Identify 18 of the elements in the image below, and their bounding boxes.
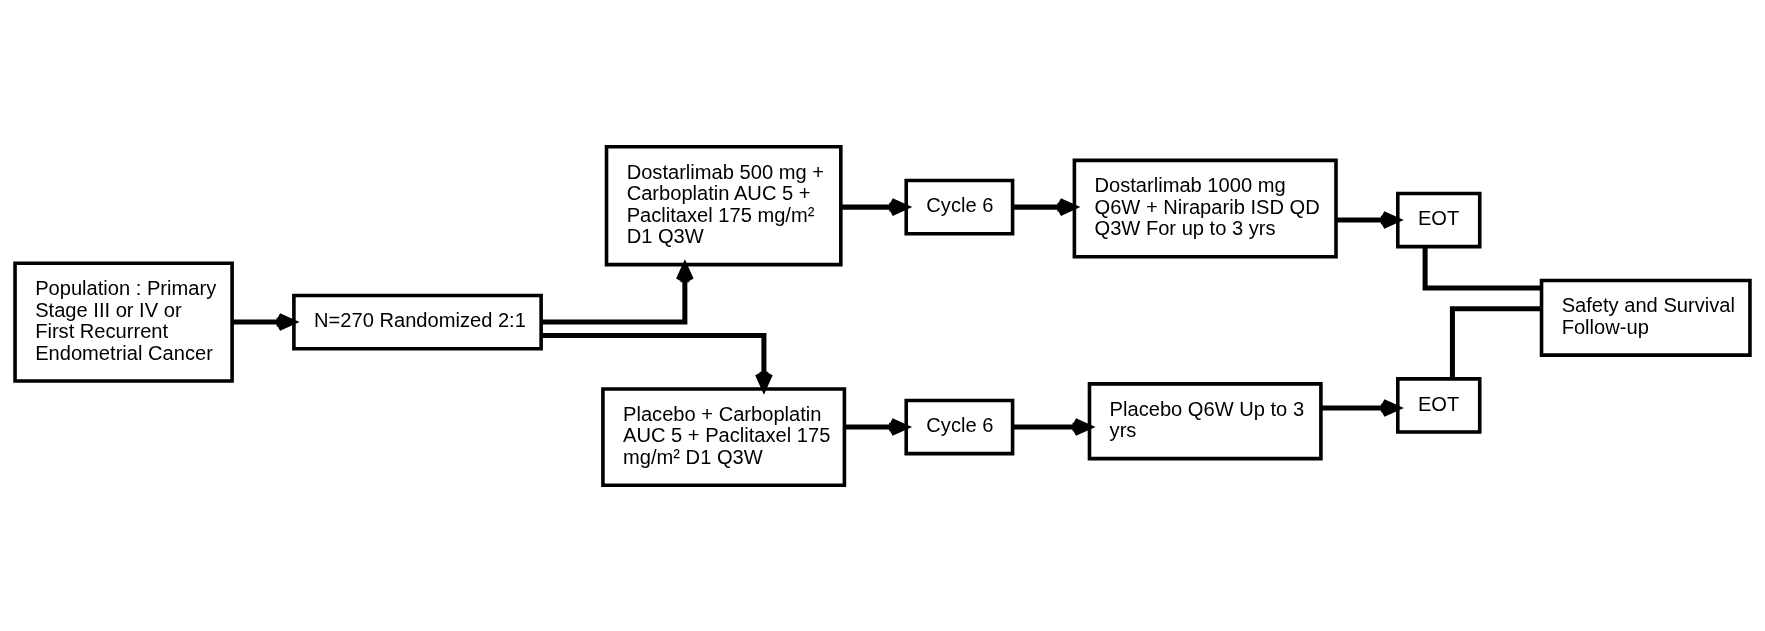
arrow bbox=[840, 197, 909, 216]
arrow bbox=[1336, 210, 1401, 229]
node-box: Placebo + Carboplatin AUC 5 + Paclitaxel 175 mg/m² D1 Q3W bbox=[601, 386, 847, 487]
node-box: N=270 Randomized 2:1 bbox=[292, 293, 543, 350]
node-box: Placebo Q6W Up to 3 yrs bbox=[1087, 381, 1323, 460]
node-box: Safety and Survival Follow-up bbox=[1539, 278, 1752, 357]
node-box: EOT bbox=[1396, 191, 1482, 248]
node-box: EOT bbox=[1396, 376, 1482, 434]
node-box: Population : Primary Stage III or IV or First Recurrent Endometrial Cancer bbox=[13, 260, 234, 383]
node-box: Dostarlimab 1000 mg Q6W + Niraparib ISD QD Q3W For up to 3 yrs bbox=[1072, 158, 1338, 258]
connector bbox=[1449, 305, 1542, 379]
arrow bbox=[1321, 398, 1401, 417]
arrow bbox=[845, 417, 909, 436]
arrow bbox=[541, 262, 694, 325]
node-box: Cycle 6 bbox=[904, 178, 1015, 235]
node-box: Dostarlimab 500 mg + Carboplatin AUC 5 + Paclitaxel 175 mg/m² D1 Q3W bbox=[604, 144, 843, 266]
connector bbox=[1422, 246, 1542, 290]
node-box: Cycle 6 bbox=[904, 398, 1015, 455]
